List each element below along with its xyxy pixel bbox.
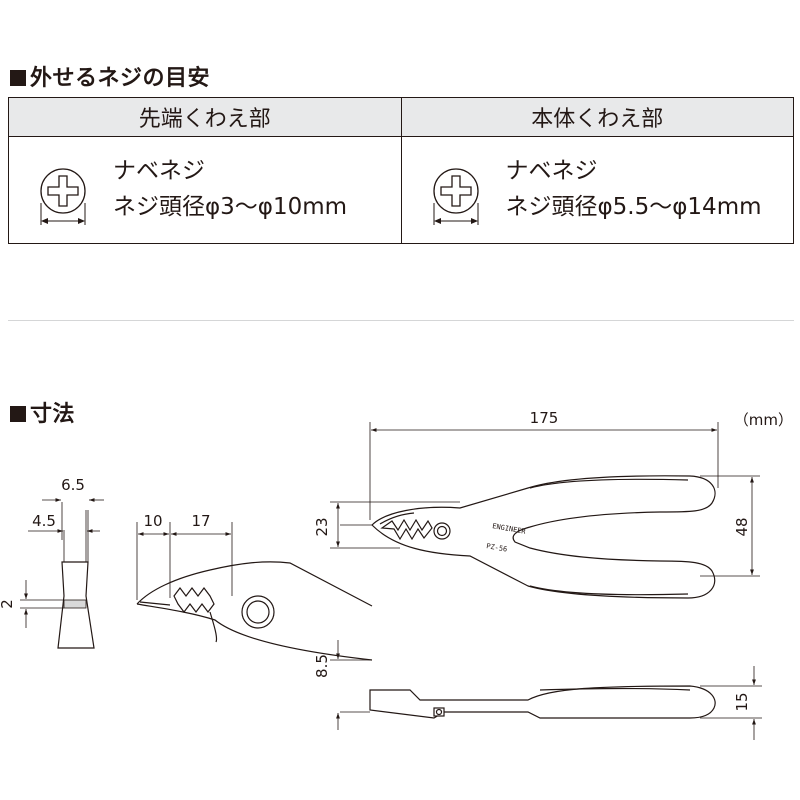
square-bullet-icon <box>10 406 26 422</box>
tip-thickness-dimension <box>42 498 104 540</box>
dimension-drawing: （mm） ENGINEER PZ-56 175 23 48 <box>0 409 793 740</box>
side-offset-label: 8.5 <box>313 654 331 678</box>
screw-head-size: ネジ頭径φ5.5〜φ14mm <box>505 194 762 220</box>
grip-thickness-label: 15 <box>733 692 751 711</box>
phillips-screw-head-icon <box>40 168 86 225</box>
unit-label: （mm） <box>734 411 793 429</box>
pliers-bottom-view <box>340 685 716 719</box>
tip-gap-label: 2 <box>0 599 16 609</box>
screw-guide-table: 先端くわえ部 本体くわえ部 ナベネジ <box>8 97 794 244</box>
screw-type: ナベネジ <box>505 158 598 184</box>
tip-jaw-header: 先端くわえ部 <box>8 97 402 137</box>
body-jaw-spec: ナベネジ ネジ頭径φ5.5〜φ14mm <box>506 153 762 225</box>
overall-length-dimension <box>369 422 719 520</box>
screw-guide-title: 外せるネジの目安 <box>10 60 210 92</box>
body-jaw-cell: ナベネジ ネジ頭径φ5.5〜φ14mm <box>400 136 794 244</box>
head-height-label: 23 <box>313 517 331 536</box>
phillips-screw-head-icon <box>432 168 479 225</box>
body-jaw-header: 本体くわえ部 <box>400 97 794 137</box>
pliers-side-view <box>57 510 95 649</box>
engraving-model: PZ-56 <box>486 542 508 554</box>
screw-guide-title-text: 外せるネジの目安 <box>30 66 211 91</box>
screw-type: ナベネジ <box>113 158 205 184</box>
handle-width-label: 48 <box>733 517 751 536</box>
pliers-open-jaw-view <box>136 561 373 661</box>
handle-width-dimension <box>700 475 760 577</box>
tip-jaw-cell: ナベネジ ネジ頭径φ3〜φ10mm <box>8 136 402 244</box>
square-bullet-icon <box>10 70 26 86</box>
dimensions-title-text: 寸法 <box>30 402 76 427</box>
grip-thickness-dimension <box>700 666 762 740</box>
dimensions-title: 寸法 <box>10 396 75 428</box>
tip-gap-dimension <box>20 580 64 628</box>
tip-thickness-label: 6.5 <box>61 476 85 494</box>
tip-jaw-length-label: 10 <box>143 512 162 530</box>
head-height-dimension <box>330 501 460 549</box>
side-thickness-label: 4.5 <box>32 512 56 530</box>
pliers-top-view <box>340 475 716 599</box>
body-jaw-length-label: 17 <box>191 512 210 530</box>
tip-jaw-spec: ナベネジ ネジ頭径φ3〜φ10mm <box>113 153 347 225</box>
section-divider <box>8 320 794 321</box>
overall-length-label: 175 <box>530 409 559 427</box>
screw-head-size: ネジ頭径φ3〜φ10mm <box>113 194 348 220</box>
jaw-length-dimensions <box>136 522 233 600</box>
side-offset-dimension <box>330 640 372 730</box>
